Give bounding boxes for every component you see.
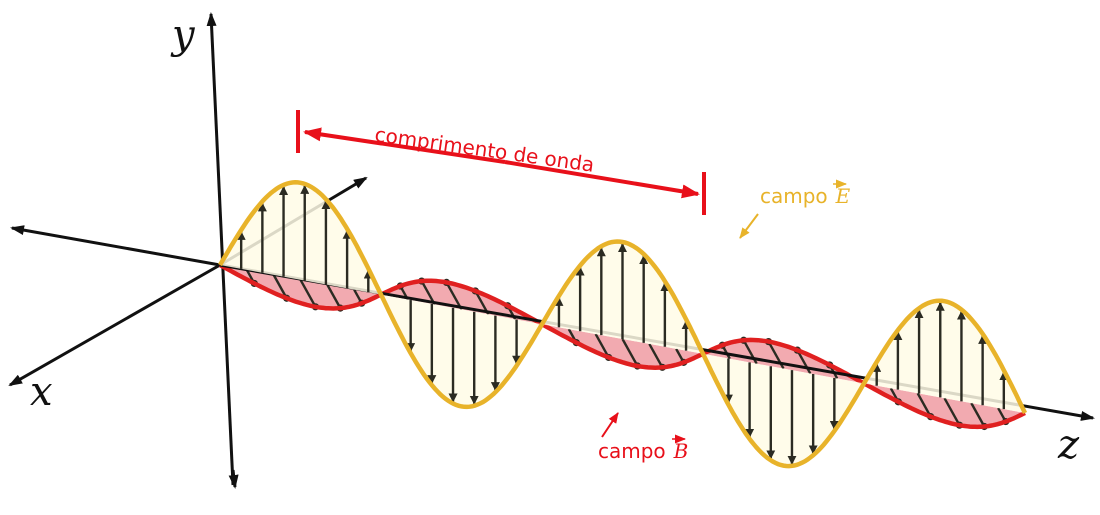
b-vector [594,333,610,359]
x-axis [8,263,221,387]
b-vector [648,343,664,368]
y-axis-negative-end [228,469,239,489]
e-field-label-prefix: campo [760,184,828,208]
b-field-curve [218,263,1026,430]
e-field-symbol: E [835,184,851,208]
b-vector [796,349,812,375]
wavelength-annotation: comprimento de onda [296,110,706,215]
b-vector [299,279,317,308]
b-field-fill [220,265,1025,427]
b-field-layer [218,263,1026,431]
y-axis-label: y [170,12,196,58]
wavelength-arrow-right [504,160,700,199]
wavelength-arrow-left [303,127,506,164]
x-axis-label: x [30,369,53,415]
b-vector [326,284,342,309]
wavelength-label: comprimento de onda [373,122,595,177]
e-field-pointer [739,213,759,239]
b-vector [916,392,932,418]
b-vector [445,281,463,310]
b-field-pointer [601,412,619,438]
b-vector [272,274,288,299]
b-vector [943,397,961,426]
e-field-curve [218,180,1028,469]
negative-x-axis [10,225,221,267]
y-axis [206,12,235,486]
z-axis-label: z [1057,422,1080,468]
b-field-label-prefix: campo [598,439,666,463]
e-field-layer [218,180,1028,469]
b-field-label: campo B [598,439,688,463]
b-vector [970,402,986,428]
b-field-annotation: campo B [598,412,688,463]
e-field-annotation: campo E [739,179,851,239]
e-field-label: campo E [760,184,851,208]
b-vector [621,338,639,367]
b-field-symbol: B [673,439,689,463]
b-vector [420,280,436,306]
